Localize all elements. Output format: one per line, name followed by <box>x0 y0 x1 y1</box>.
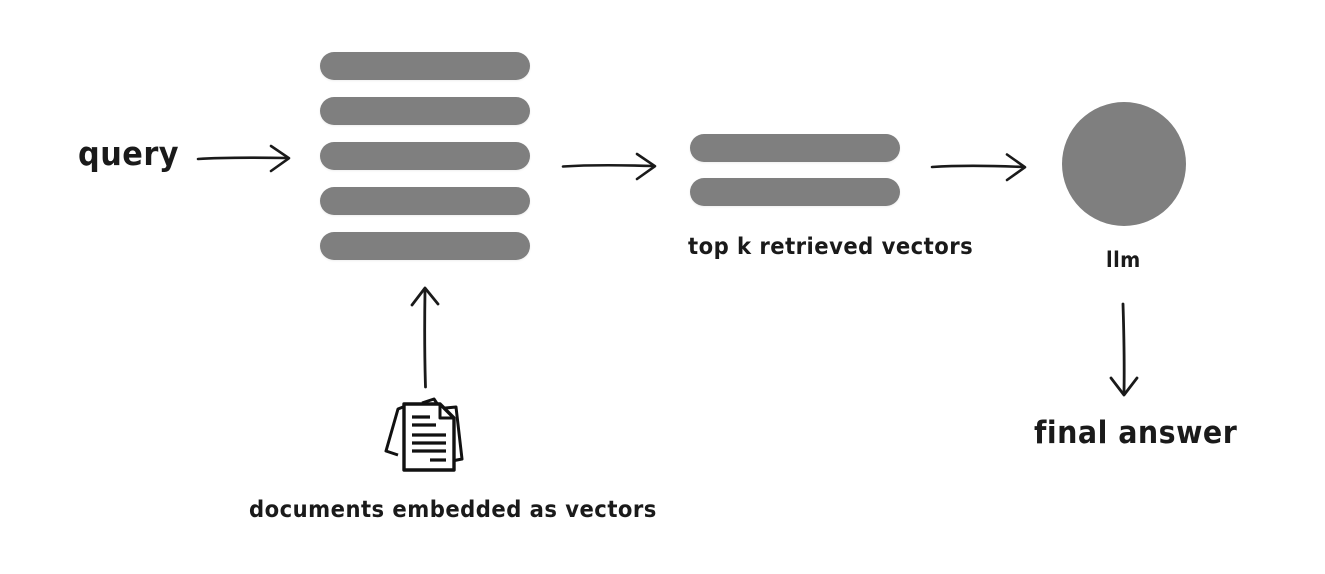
vector-bar <box>320 187 530 215</box>
query-label: query <box>78 134 180 173</box>
arrow-llm-to-final-answer <box>1109 302 1139 397</box>
retrieved-bar <box>690 134 900 162</box>
retrieved-bar <box>690 178 900 206</box>
documents-label: documents embedded as vectors <box>249 497 657 523</box>
top-k-label: top k retrieved vectors <box>688 234 974 260</box>
vector-bar <box>320 52 530 80</box>
vector-bar <box>320 97 530 125</box>
llm-node <box>1062 102 1186 226</box>
llm-label: llm <box>1106 248 1141 272</box>
arrow-vector-store-to-retrieved <box>561 152 657 181</box>
arrow-query-to-vector-store <box>196 144 291 173</box>
arrow-retrieved-to-llm <box>930 153 1027 182</box>
vector-bar <box>320 232 530 260</box>
final-answer-label: final answer <box>1034 415 1238 451</box>
arrow-documents-to-vector-store <box>410 286 440 389</box>
vector-bar <box>320 142 530 170</box>
documents-stack-icon <box>384 397 464 472</box>
